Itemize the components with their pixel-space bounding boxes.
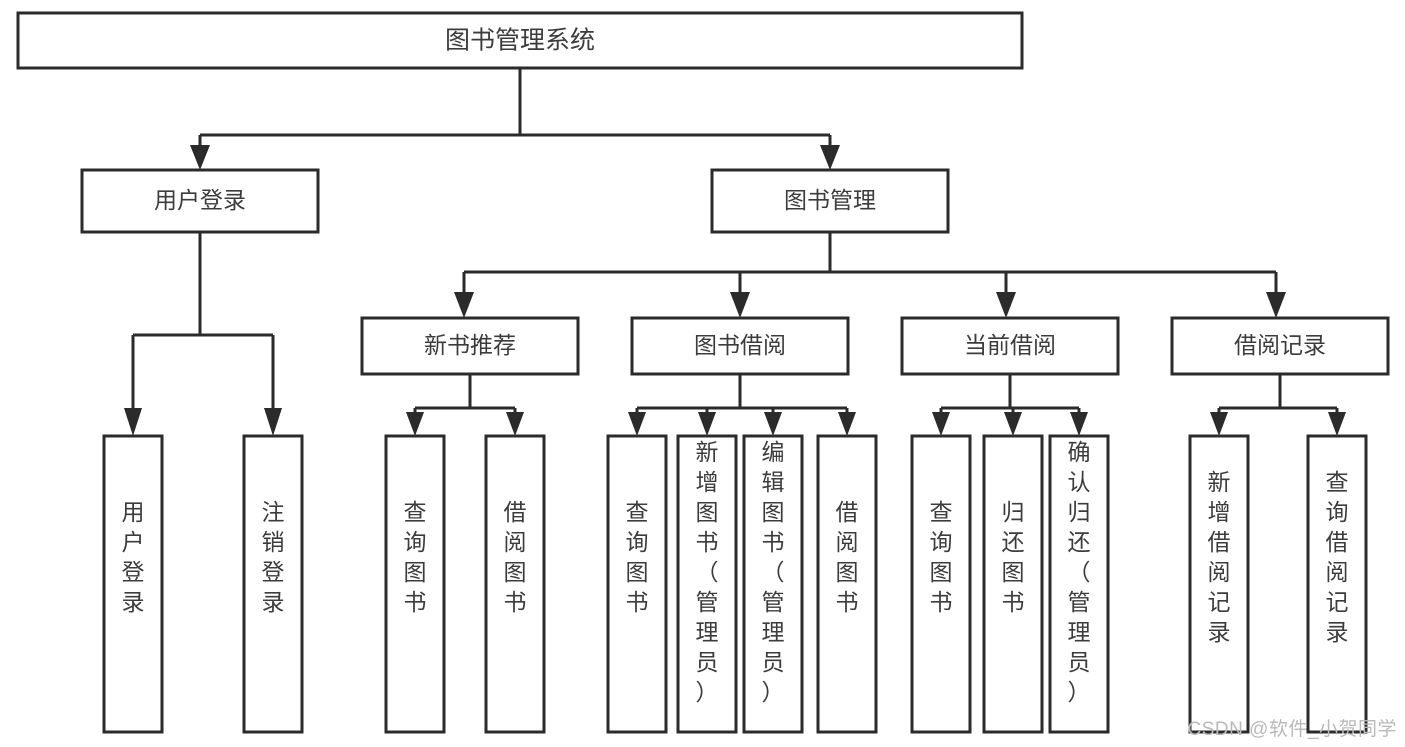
leaf-node-logout-login-label: 注销登录 xyxy=(262,499,285,615)
node-borrow-record[interactable]: 借阅记录 xyxy=(1170,316,1390,376)
node-borrow-record-box xyxy=(1170,316,1390,376)
arrow-head-leaf-borrow-book xyxy=(838,412,856,436)
leaf-node-confirm-return-admin[interactable]: 确认归还（管理员） xyxy=(1048,434,1110,734)
leaf-node-add-book-admin[interactable]: 新增图书（管理员） xyxy=(676,434,738,734)
leaf-node-edit-book-admin[interactable]: 编辑图书（管理员） xyxy=(742,434,804,734)
arrow-head-leaf-confirm-return-admin xyxy=(1070,412,1088,436)
leaf-node-query-book-current-box xyxy=(910,434,972,734)
connector-layer xyxy=(124,68,1346,436)
leaf-node-borrow-book-rec[interactable]: 借阅图书 xyxy=(484,434,546,734)
leaf-node-borrow-book[interactable]: 借阅图书 xyxy=(816,434,878,734)
arrow-head-leaf-edit-book-admin xyxy=(764,412,782,436)
leaf-node-user-login[interactable]: 用户登录 xyxy=(102,434,164,734)
arrow-head-leaf-query-book-borrow xyxy=(628,412,646,436)
leaf-node-return-book[interactable]: 归还图书 xyxy=(982,434,1044,734)
arrow-head-newbook xyxy=(454,292,474,318)
leaf-node-edit-book-admin-label: 编辑图书（管理员） xyxy=(762,439,785,705)
leaf-node-add-borrow-record-box xyxy=(1188,434,1250,734)
leaf-node-borrow-book-rec-box xyxy=(484,434,546,734)
leaf-node-query-book-rec[interactable]: 查询图书 xyxy=(384,434,446,734)
node-borrow-record-label: 借阅记录 xyxy=(1234,332,1326,358)
node-root-label: 图书管理系统 xyxy=(445,27,595,55)
leaf-node-return-book-label: 归还图书 xyxy=(1002,499,1025,615)
arrow-head-leaf-borrow-book-rec xyxy=(506,412,524,436)
leaf-node-query-book-borrow[interactable]: 查询图书 xyxy=(606,434,668,734)
leaf-node-add-borrow-record-label: 新增借阅记录 xyxy=(1208,469,1231,645)
leaf-node-confirm-return-admin-label: 确认归还（管理员） xyxy=(1068,439,1091,705)
leaf-node-borrow-book-rec-label: 借阅图书 xyxy=(504,499,527,615)
leaf-node-user-login-label: 用户登录 xyxy=(122,499,145,615)
node-user-login-label: 用户登录 xyxy=(154,187,246,213)
node-book-borrow-label: 图书借阅 xyxy=(694,332,786,358)
node-book-borrow[interactable]: 图书借阅 xyxy=(630,316,850,376)
arrow-head-leaf-query-book-current xyxy=(932,412,950,436)
leaf-node-borrow-book-box xyxy=(816,434,878,734)
arrow-head-leaf-logout-login xyxy=(264,408,282,436)
node-new-book-recommend[interactable]: 新书推荐 xyxy=(360,316,580,376)
leaf-node-query-borrow-record[interactable]: 查询借阅记录 xyxy=(1306,434,1368,734)
node-root[interactable]: 图书管理系统 xyxy=(16,11,1024,70)
leaf-node-query-book-borrow-box xyxy=(606,434,668,734)
arrow-head-leaf-return-book xyxy=(1004,412,1022,436)
node-current-borrow[interactable]: 当前借阅 xyxy=(900,316,1120,376)
leaf-node-return-book-box xyxy=(982,434,1044,734)
node-new-book-recommend-box xyxy=(360,316,580,376)
node-user-login-box xyxy=(80,168,320,234)
arrow-head-leaf-query-book-rec xyxy=(406,412,424,436)
leaf-node-logout-login[interactable]: 注销登录 xyxy=(242,434,304,734)
node-current-borrow-box xyxy=(900,316,1120,376)
leaf-node-user-login-box xyxy=(102,434,164,734)
arrow-head-user-login xyxy=(190,145,210,170)
leaf-node-query-borrow-record-box xyxy=(1306,434,1368,734)
node-book-management-label: 图书管理 xyxy=(784,187,876,213)
arrow-head-book-management xyxy=(820,145,840,170)
leaf-node-confirm-return-admin-box xyxy=(1048,434,1110,734)
leaf-node-logout-login-box xyxy=(242,434,304,734)
leaf-node-query-borrow-record-label: 查询借阅记录 xyxy=(1326,469,1349,645)
leaf-node-query-book-borrow-label: 查询图书 xyxy=(626,499,649,615)
leaf-node-query-book-rec-box xyxy=(384,434,446,734)
leaf-node-add-book-admin-label: 新增图书（管理员） xyxy=(696,439,719,705)
node-book-management-box xyxy=(710,168,950,234)
arrow-head-leaf-query-borrow-record xyxy=(1328,412,1346,436)
arrow-head-leaf-add-borrow-record xyxy=(1210,412,1228,436)
leaf-node-query-book-current-label: 查询图书 xyxy=(930,499,953,615)
node-root-box xyxy=(16,11,1024,70)
leaf-node-query-book-current[interactable]: 查询图书 xyxy=(910,434,972,734)
node-book-management[interactable]: 图书管理 xyxy=(710,168,950,234)
arrow-head-borrowrecord xyxy=(1266,292,1286,318)
node-user-login[interactable]: 用户登录 xyxy=(80,168,320,234)
node-book-borrow-box xyxy=(630,316,850,376)
arrow-head-currentborrow xyxy=(996,292,1016,318)
leaf-node-add-book-admin-box xyxy=(676,434,738,734)
leaf-node-add-borrow-record[interactable]: 新增借阅记录 xyxy=(1188,434,1250,734)
arrow-head-bookborrow xyxy=(730,292,750,318)
arrow-head-leaf-add-book-admin xyxy=(698,412,716,436)
arrow-head-leaf-user-login xyxy=(124,408,142,436)
csdn-watermark: CSDN @软件_小贺同学 xyxy=(1187,719,1397,740)
leaf-node-borrow-book-label: 借阅图书 xyxy=(836,499,859,615)
leaf-node-edit-book-admin-box xyxy=(742,434,804,734)
node-current-borrow-label: 当前借阅 xyxy=(964,332,1056,358)
node-new-book-recommend-label: 新书推荐 xyxy=(424,332,516,358)
leaf-node-query-book-rec-label: 查询图书 xyxy=(404,499,427,615)
